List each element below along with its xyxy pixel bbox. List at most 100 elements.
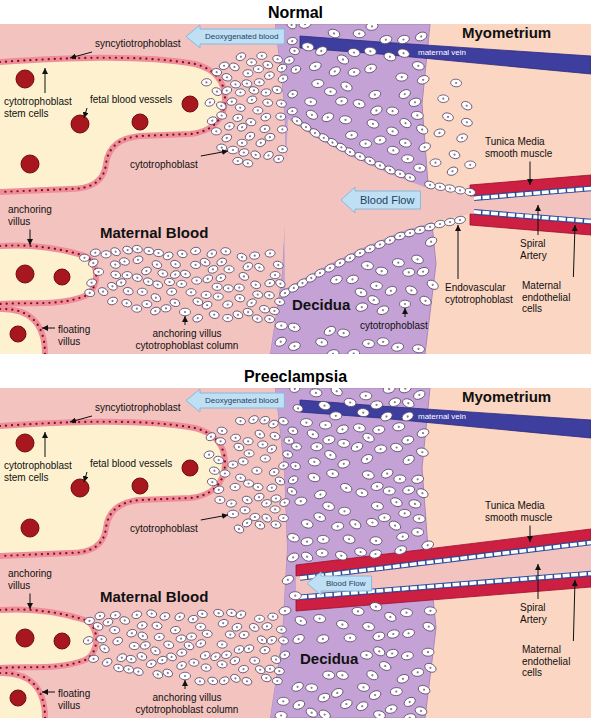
cell-body (249, 251, 260, 259)
cell-body (400, 300, 411, 308)
cell-nucleus (206, 277, 209, 280)
part-label: maternal vein (418, 48, 466, 57)
leader-line (185, 316, 186, 325)
cytotrophoblast-cell (411, 474, 424, 484)
cell-body (339, 698, 353, 710)
cytotrophoblast-cell (286, 532, 300, 543)
cell-nucleus (461, 136, 464, 139)
cytotrophoblast-cell (287, 474, 299, 485)
cytotrophoblast-cell (230, 483, 240, 490)
cell-body (434, 182, 446, 191)
cell-body (220, 470, 230, 477)
cytotrophoblast-cell (375, 266, 388, 276)
cell-nucleus (222, 622, 225, 625)
villus (0, 58, 225, 192)
cell-body (213, 608, 225, 618)
cytotrophoblast-cell (213, 608, 225, 618)
cell-body (228, 510, 239, 518)
cell-body (270, 271, 280, 279)
cytotrophoblast-cell (206, 248, 218, 259)
cell-nucleus (167, 254, 170, 257)
cell-nucleus (170, 290, 172, 292)
cytotrophoblast-cell (313, 489, 327, 500)
cell-body (288, 341, 302, 352)
cell-nucleus (282, 517, 284, 519)
cell-nucleus (281, 148, 283, 150)
cytotrophoblast-cell (136, 621, 147, 630)
cell-body (300, 537, 313, 547)
cell-body (301, 42, 314, 52)
cell-nucleus (421, 492, 424, 495)
cell-body (206, 116, 218, 126)
cell-nucleus (376, 485, 379, 488)
cell-body (390, 442, 404, 453)
part-label: Spiral Artery (520, 238, 560, 261)
cell-body (287, 37, 298, 46)
cytotrophoblast-cell (315, 337, 328, 347)
cytotrophoblast-cell (84, 288, 95, 297)
cytotrophoblast-cell (199, 650, 211, 661)
leader-line (42, 692, 55, 693)
cytotrophoblast-cell (390, 442, 404, 453)
cell-body (142, 277, 154, 287)
cell-body (230, 80, 241, 89)
syncytiotrophoblast-nuclei (0, 58, 225, 192)
cytotrophoblast-cell (317, 535, 329, 544)
cell-nucleus (288, 439, 290, 441)
cell-nucleus (272, 616, 274, 618)
panel-area: syncytiotrophoblastDeoxygenated bloodMyo… (0, 24, 591, 354)
cell-nucleus (247, 482, 249, 484)
cell-nucleus (427, 625, 430, 628)
cell-nucleus (310, 711, 313, 714)
cytotrophoblast-cell (291, 442, 302, 451)
cytotrophoblast-cell (289, 46, 300, 55)
cell-body (422, 621, 436, 633)
cell-body (264, 291, 275, 300)
cell-body (215, 496, 225, 503)
cytotrophoblast-cell (361, 261, 374, 271)
cell-nucleus (204, 261, 207, 264)
cell-body (274, 335, 288, 348)
cell-nucleus (466, 121, 469, 124)
cell-nucleus (88, 620, 91, 623)
cell-body (418, 294, 432, 307)
cytotrophoblast-cell (318, 400, 332, 411)
cytotrophoblast-cell (274, 278, 286, 289)
cell-body (415, 487, 429, 500)
cytotrophoblast-cell (221, 73, 233, 83)
cytotrophoblast-cell (217, 660, 228, 669)
cell-nucleus (291, 40, 293, 42)
cytotrophoblast-cell (401, 410, 415, 422)
cell-nucleus (378, 635, 381, 638)
cytotrophoblast-cell (292, 699, 306, 711)
cell-body (225, 630, 236, 639)
cell-body (391, 342, 404, 352)
cytotrophoblast-cell (260, 673, 272, 683)
cell-body (132, 666, 144, 676)
cytotrophoblast-cell (369, 549, 383, 560)
cell-body (175, 660, 187, 671)
leader-line (30, 594, 31, 610)
cytotrophoblast-cell (353, 423, 366, 433)
cell-nucleus (276, 89, 279, 92)
cell-nucleus (348, 538, 351, 541)
cell-body (152, 280, 164, 290)
cell-nucleus (206, 633, 208, 635)
cytotrophoblast-cell (373, 709, 387, 718)
cell-nucleus (219, 276, 222, 279)
cytotrophoblast-cell (379, 35, 392, 45)
cytotrophoblast-cell (260, 112, 272, 122)
cell-body (258, 441, 268, 449)
cell-body (235, 51, 247, 62)
cytotrophoblast-cell (290, 681, 304, 694)
cytotrophoblast-cell (294, 496, 307, 506)
cell-nucleus (282, 420, 285, 423)
cell-body (243, 437, 254, 445)
cytotrophoblast-cell (287, 37, 298, 46)
cell-body (289, 388, 300, 393)
cell-nucleus (258, 266, 261, 269)
cytotrophoblast-cell (330, 412, 342, 420)
cell-nucleus (278, 670, 280, 672)
cell-body (398, 88, 412, 101)
